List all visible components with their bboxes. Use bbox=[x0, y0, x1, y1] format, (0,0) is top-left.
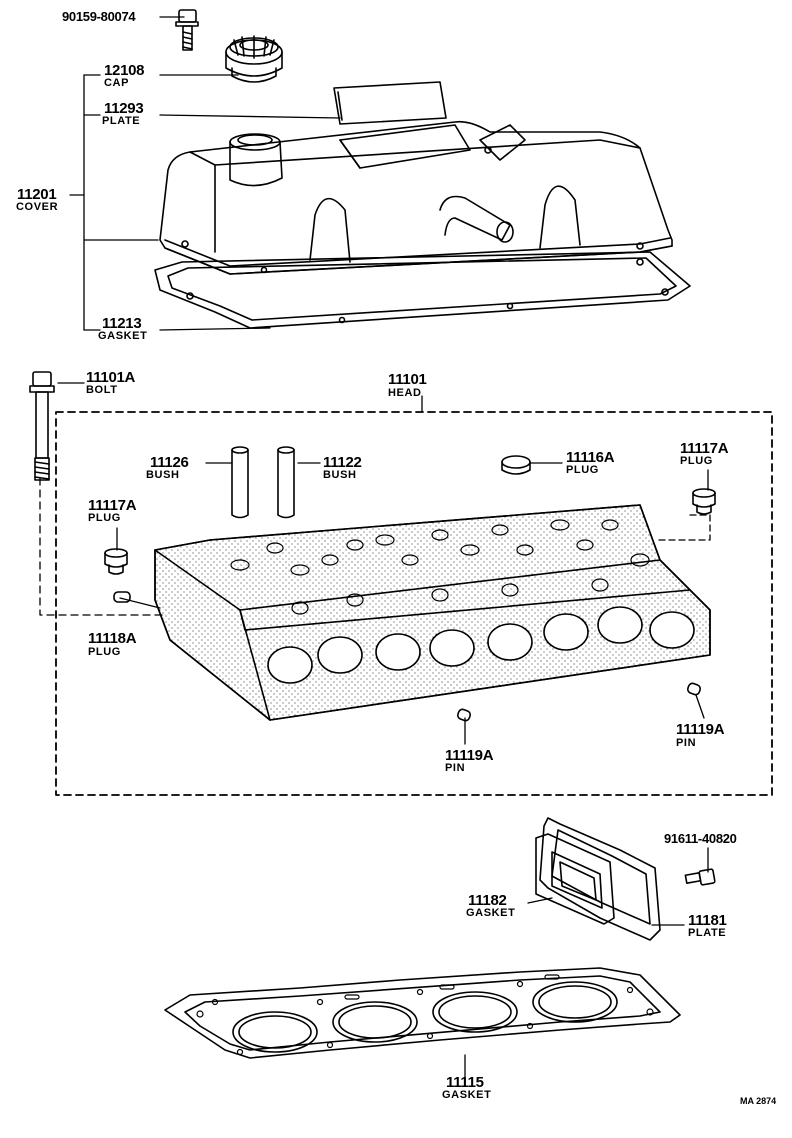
part-number-plug-small: 11118A bbox=[88, 630, 137, 647]
part-name-head: HEAD bbox=[388, 387, 422, 399]
part-name-gasket-cover: GASKET bbox=[98, 330, 148, 342]
part-name-cover: COVER bbox=[16, 201, 59, 213]
part-number-bolt-head: 11101A bbox=[86, 369, 136, 386]
part-name-plug-ring: PLUG bbox=[566, 464, 599, 476]
part-number-plug-right: 11117A bbox=[680, 440, 729, 457]
part-name-bolt-head: BOLT bbox=[86, 384, 118, 396]
drawing-code: MA 2874 bbox=[740, 1096, 777, 1106]
head-bolt-part bbox=[29, 371, 55, 481]
valve-cover-part bbox=[159, 120, 673, 275]
part-number-plug-left: 11117A bbox=[88, 497, 137, 514]
part-number-gasket-plate: 11182 bbox=[468, 892, 507, 909]
part-number-plate-side: 11181 bbox=[688, 912, 727, 929]
part-number-cover: 11201 bbox=[17, 186, 57, 203]
cover-gasket-part bbox=[154, 251, 691, 329]
head-group-outline bbox=[55, 411, 773, 796]
cylinder-head-part bbox=[154, 504, 711, 721]
bush-11126-part bbox=[231, 446, 249, 519]
part-number-bush-left: 11126 bbox=[150, 454, 189, 471]
bolt-top-part bbox=[175, 9, 199, 51]
bolt-dashed-guide bbox=[39, 477, 166, 616]
plug-dashed-guide bbox=[654, 514, 711, 541]
part-number-plug-ring: 11116A bbox=[566, 449, 615, 466]
plug-left-part bbox=[104, 548, 128, 575]
part-number-bolt-plate: 91611-40820 bbox=[664, 831, 737, 846]
pin-right-part bbox=[686, 682, 702, 696]
part-number-bolt-top: 90159-80074 bbox=[62, 9, 136, 24]
part-name-bush-left: BUSH bbox=[146, 469, 180, 481]
part-name-pin-right: PIN bbox=[676, 737, 697, 749]
part-name-plate-top: PLATE bbox=[102, 115, 141, 127]
part-name-plug-right: PLUG bbox=[680, 455, 713, 467]
plug-ring-part bbox=[501, 455, 531, 475]
cap-part bbox=[225, 35, 283, 83]
part-number-pin-center: 11119A bbox=[445, 747, 494, 764]
part-name-plug-small: PLUG bbox=[88, 646, 121, 658]
part-number-cap: 12108 bbox=[104, 62, 145, 79]
part-number-plate-top: 11293 bbox=[104, 100, 144, 117]
pin-center-part bbox=[456, 708, 472, 722]
part-name-plug-left: PLUG bbox=[88, 512, 121, 524]
part-name-gasket-head: GASKET bbox=[442, 1089, 492, 1101]
part-name-gasket-plate: GASKET bbox=[466, 907, 516, 919]
part-name-cap: CAP bbox=[104, 77, 130, 89]
side-gasket-part bbox=[535, 833, 615, 925]
part-number-bush-right: 11122 bbox=[323, 454, 362, 471]
plug-right-part bbox=[692, 488, 716, 515]
leader-lines bbox=[57, 16, 709, 1078]
part-number-gasket-head: 11115 bbox=[446, 1074, 484, 1091]
part-number-gasket-cover: 11213 bbox=[102, 315, 142, 332]
part-number-pin-right: 11119A bbox=[676, 721, 725, 738]
plug-small-part bbox=[113, 591, 131, 603]
bush-11122-part bbox=[277, 446, 295, 519]
part-name-bush-right: BUSH bbox=[323, 469, 357, 481]
bolt-plate-part bbox=[684, 868, 716, 886]
part-name-plate-side: PLATE bbox=[688, 927, 727, 939]
head-gasket-part bbox=[164, 967, 681, 1059]
plate-top-part bbox=[333, 81, 447, 125]
part-name-pin-center: PIN bbox=[445, 762, 466, 774]
part-number-head: 11101 bbox=[388, 371, 427, 388]
